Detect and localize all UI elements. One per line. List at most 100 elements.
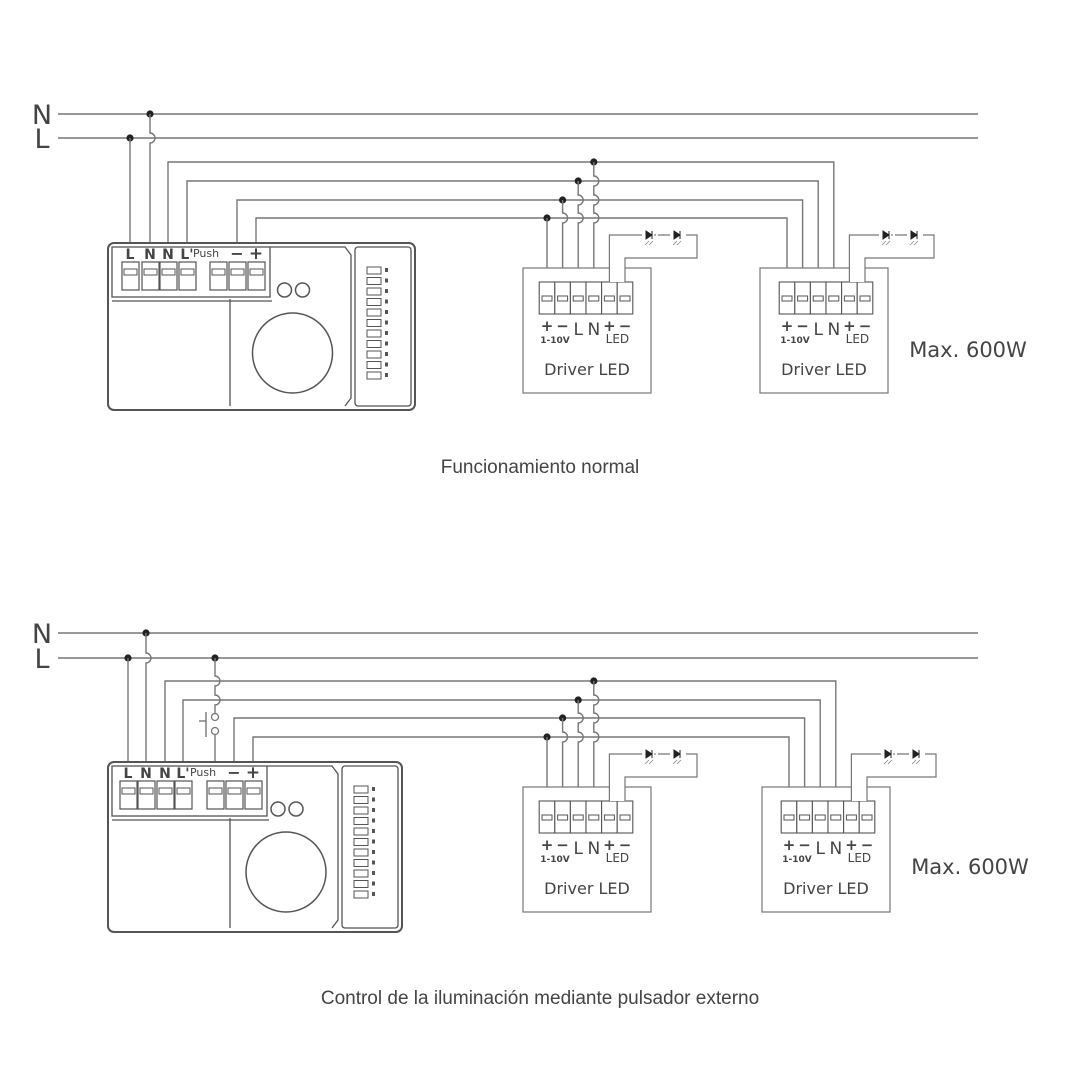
label-1-10v: 1-10V — [540, 336, 570, 346]
label-l: L — [813, 320, 823, 340]
label-l: L — [815, 839, 825, 859]
dip-switch — [353, 796, 369, 804]
label-led-minus: − — [859, 317, 872, 335]
led-diode-icon — [645, 230, 653, 240]
label-minus: − — [556, 836, 569, 854]
dip-switch — [353, 806, 369, 815]
terminal-slot — [211, 268, 226, 276]
led-diode-icon — [884, 749, 892, 759]
label-l: L — [573, 839, 583, 859]
driver-terminal-slot — [799, 814, 811, 821]
terminal-label: L' — [176, 766, 189, 782]
dip-marker — [385, 289, 388, 293]
minus-label: − — [227, 763, 240, 782]
driver-terminal-slot — [783, 814, 795, 821]
label-n: N — [827, 320, 840, 340]
driver-terminal-slot — [619, 814, 631, 821]
dip-switch — [366, 329, 382, 338]
terminal-label: L — [124, 766, 133, 782]
dip-switch — [353, 890, 369, 899]
terminal-slot — [208, 787, 223, 795]
dip-marker — [372, 787, 375, 791]
label-minus: − — [556, 317, 569, 335]
minus-label: − — [230, 244, 243, 263]
driver-terminal-slot — [828, 295, 840, 302]
control-wire — [252, 736, 790, 801]
label-1-10v: 1-10V — [782, 855, 812, 865]
dip-marker — [372, 839, 375, 844]
led-load-wire — [608, 753, 698, 801]
driver-1-drop-wire — [577, 700, 584, 801]
diagram-caption: Control de la iluminación mediante pulsa… — [321, 988, 759, 1009]
label-plus: + — [781, 317, 794, 335]
label-led-minus: − — [619, 836, 632, 854]
light-rays-icon — [881, 240, 891, 246]
led-load-wire — [608, 234, 698, 282]
light-rays-icon — [672, 759, 682, 765]
switch-contact — [210, 712, 220, 722]
label-1-10v: 1-10V — [780, 336, 810, 346]
led-indicator — [288, 801, 304, 817]
terminal-slot — [246, 787, 261, 795]
driver-terminal-slot — [814, 814, 826, 821]
led-diode-icon — [910, 230, 918, 240]
outline — [267, 765, 339, 929]
label-n: N — [587, 839, 600, 859]
dip-marker — [372, 850, 375, 854]
label-led-plus: + — [845, 836, 858, 854]
driver-terminal-slot — [572, 295, 584, 302]
terminal — [225, 780, 244, 810]
label-led-minus: − — [619, 317, 632, 335]
dip-switch — [366, 277, 382, 285]
dip-marker — [372, 808, 375, 812]
dip-marker — [372, 797, 375, 802]
terminal-slot — [121, 787, 136, 795]
max-power-label: Max. 600W — [909, 338, 1027, 362]
diagram-caption: Funcionamiento normal — [441, 457, 640, 478]
driver-terminal-slot — [572, 814, 584, 821]
light-rays-icon — [644, 240, 654, 246]
sensor-lens — [245, 831, 327, 913]
terminal-slot — [139, 787, 154, 795]
driver-terminal-slot — [781, 295, 793, 302]
terminal — [247, 261, 266, 291]
led-diode-icon — [912, 749, 920, 759]
dip-switch — [353, 859, 369, 867]
bus-l-label: L — [34, 124, 49, 155]
terminal-label: N — [144, 247, 156, 263]
led-diode-icon — [882, 230, 890, 240]
driver-title: Driver LED — [544, 360, 630, 379]
control-wire — [255, 217, 788, 282]
dip-marker — [385, 278, 388, 283]
driver-title: Driver LED — [781, 360, 867, 379]
dip-marker — [385, 310, 388, 314]
driver-terminal-slot — [603, 295, 615, 302]
terminal-slot — [176, 787, 191, 795]
label-led: LED — [606, 851, 630, 865]
driver-terminal-slot — [797, 295, 809, 302]
terminal-slot — [227, 787, 242, 795]
push-switch-wire — [214, 658, 221, 713]
dip-switch — [353, 817, 369, 825]
dip-switch — [353, 785, 369, 794]
terminal — [228, 261, 247, 291]
push-label: Push — [190, 766, 216, 779]
driver-title: Driver LED — [544, 879, 630, 898]
plus-label: + — [246, 763, 260, 783]
dip-switch — [353, 869, 369, 878]
dip-switch-panel — [341, 765, 399, 929]
max-power-label: Max. 600W — [911, 855, 1029, 879]
terminal — [209, 261, 228, 291]
dip-switch — [353, 880, 369, 888]
terminal-slot — [161, 268, 176, 276]
label-1-10v: 1-10V — [540, 855, 570, 865]
dip-switch — [366, 287, 382, 296]
terminal-label: L' — [180, 247, 193, 263]
terminal-slot — [123, 268, 138, 276]
